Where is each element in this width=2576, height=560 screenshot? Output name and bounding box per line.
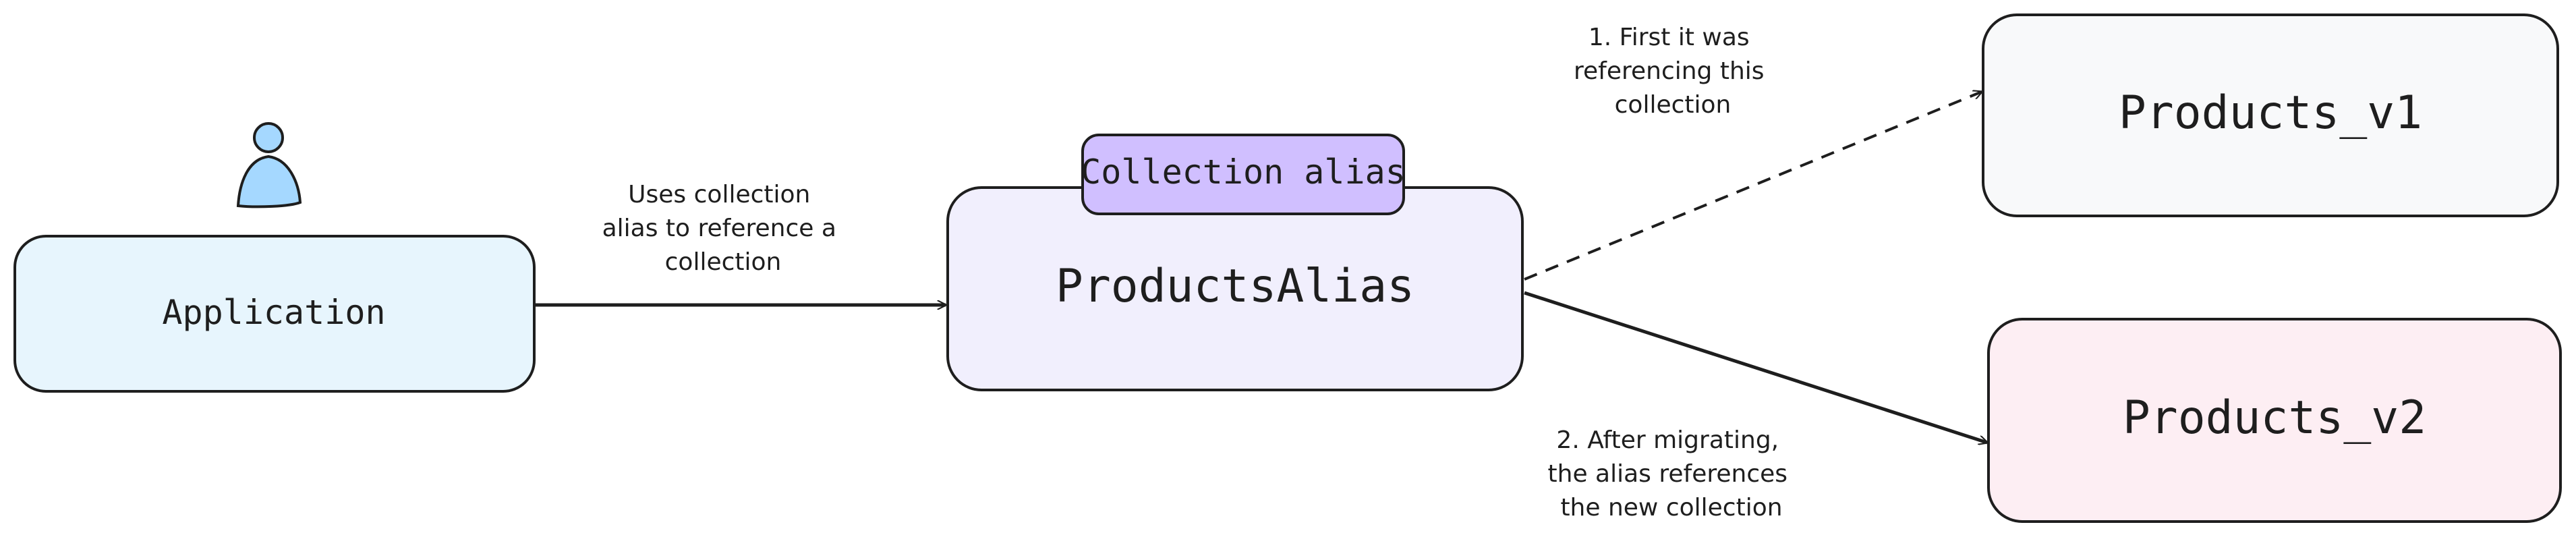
collection-alias-tag: Collection alias bbox=[1081, 134, 1406, 215]
after-migration-line: the alias references bbox=[1548, 460, 1788, 488]
products-v1-box bbox=[1982, 13, 2559, 217]
application-box bbox=[13, 235, 536, 393]
first-reference-arrow bbox=[1524, 92, 1982, 281]
uses-label: Uses collection alias to reference a col… bbox=[602, 181, 845, 276]
user-icon bbox=[236, 122, 302, 208]
after-migration-label: 2. After migrating, the alias references… bbox=[1548, 426, 1796, 522]
products-v1-label: Products_v1 bbox=[2119, 86, 2422, 140]
products-alias-label: ProductsAlias bbox=[1056, 260, 1414, 313]
products-v1-node: Products_v1 bbox=[1982, 13, 2559, 217]
products-v2-box bbox=[1987, 318, 2562, 523]
application-node: Application bbox=[13, 235, 536, 393]
first-reference-line: 1. First it was bbox=[1588, 24, 1750, 51]
first-reference-line: referencing this bbox=[1574, 57, 1765, 85]
application-label: Application bbox=[162, 293, 385, 332]
products-alias-node: ProductsAlias bbox=[946, 186, 1524, 391]
first-reference-line: collection bbox=[1615, 91, 1731, 119]
products-v2-label: Products_v2 bbox=[2123, 391, 2426, 445]
uses-label-line: collection bbox=[665, 248, 782, 276]
collection-alias-box bbox=[1081, 134, 1405, 215]
after-migration-line: 2. After migrating, bbox=[1556, 426, 1779, 454]
after-migration-arrow bbox=[1524, 291, 1987, 443]
after-migration-line: the new collection bbox=[1560, 494, 1782, 522]
collection-alias-label: Collection alias bbox=[1081, 152, 1406, 192]
uses-label-line: alias to reference a bbox=[602, 215, 836, 242]
uses-label-line: Uses collection bbox=[628, 181, 810, 208]
products-v2-node: Products_v2 bbox=[1987, 318, 2562, 523]
first-reference-label: 1. First it was referencing this collect… bbox=[1574, 24, 1772, 119]
